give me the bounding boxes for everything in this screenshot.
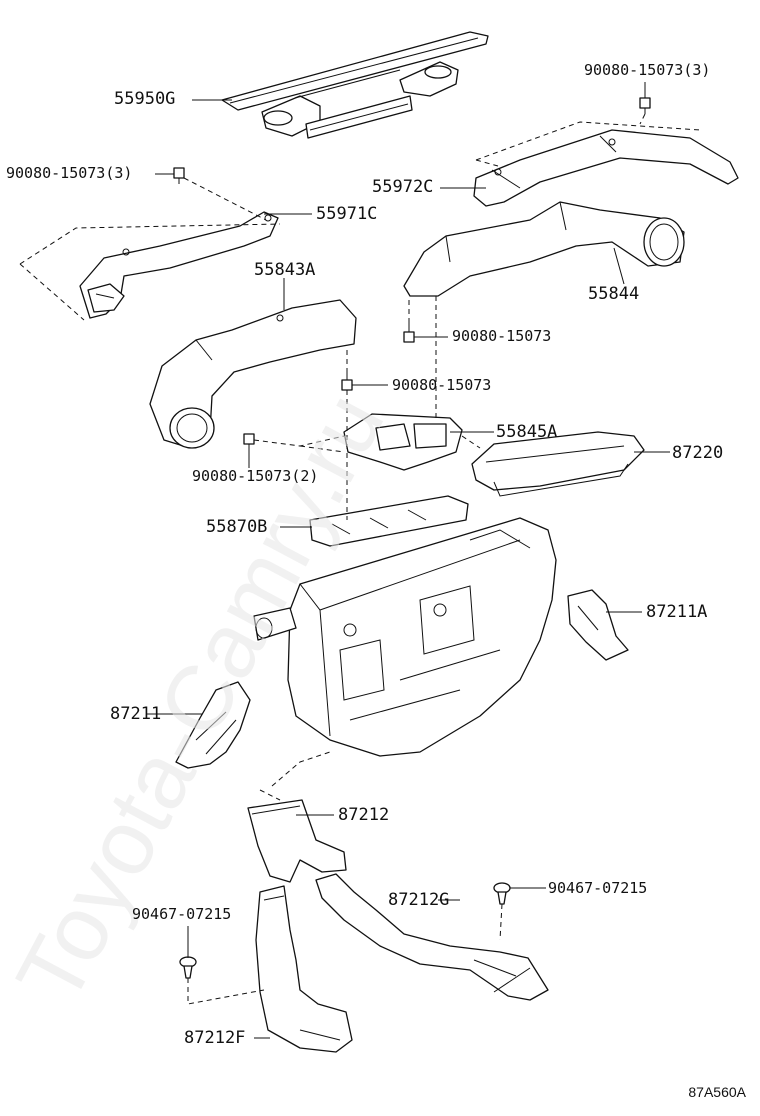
label-55870B: 55870B <box>206 517 268 537</box>
label-90080-15073-3-top: 90080-15073(3) <box>584 61 711 79</box>
part-87220 <box>471 431 645 497</box>
part-55971C <box>79 211 279 319</box>
label-55843A: 55843A <box>254 260 316 280</box>
label-90080-15073-a: 90080-15073 <box>452 327 552 345</box>
part-87212G <box>315 873 549 1001</box>
bolt-left <box>173 167 185 184</box>
label-87211A: 87211A <box>646 602 708 622</box>
figure-code: 87A560A <box>688 1084 746 1100</box>
label-87212: 87212 <box>338 805 390 825</box>
label-87212G: 87212G <box>388 890 450 910</box>
clip-right <box>493 882 511 905</box>
label-55972C: 55972C <box>372 177 434 197</box>
bolt-55845A <box>243 433 255 450</box>
label-90467-07215-right: 90467-07215 <box>548 879 648 897</box>
assembly-dashed-lines <box>19 113 701 1005</box>
label-90080-15073-2: 90080-15073(2) <box>192 467 319 485</box>
part-87212F <box>255 885 353 1053</box>
part-55843A <box>149 299 357 449</box>
part-55870B <box>309 495 469 547</box>
label-90080-15073-b: 90080-15073 <box>392 376 492 394</box>
label-87220: 87220 <box>672 443 724 463</box>
part-55950G <box>221 31 489 139</box>
part-87211 <box>175 681 251 769</box>
clip-left <box>179 956 197 979</box>
label-55845A: 55845A <box>496 422 558 442</box>
label-87211: 87211 <box>110 704 162 724</box>
part-55844 <box>403 201 685 297</box>
part-87211A <box>567 589 629 661</box>
bolt-top-right <box>639 97 651 114</box>
label-55950G: 55950G <box>114 89 176 109</box>
label-90467-07215-left: 90467-07215 <box>132 905 232 923</box>
label-90080-15073-3-left: 90080-15073(3) <box>6 164 133 182</box>
label-87212F: 87212F <box>184 1028 246 1048</box>
hvac-unit <box>253 517 557 757</box>
part-87212 <box>247 799 347 883</box>
bolt-55843A <box>341 370 353 391</box>
leader-lines <box>146 82 670 1039</box>
part-55845A <box>343 413 463 471</box>
label-55971C: 55971C <box>316 204 378 224</box>
label-55844: 55844 <box>588 284 640 304</box>
bolt-55844 <box>403 322 415 343</box>
part-55972C <box>473 129 739 207</box>
